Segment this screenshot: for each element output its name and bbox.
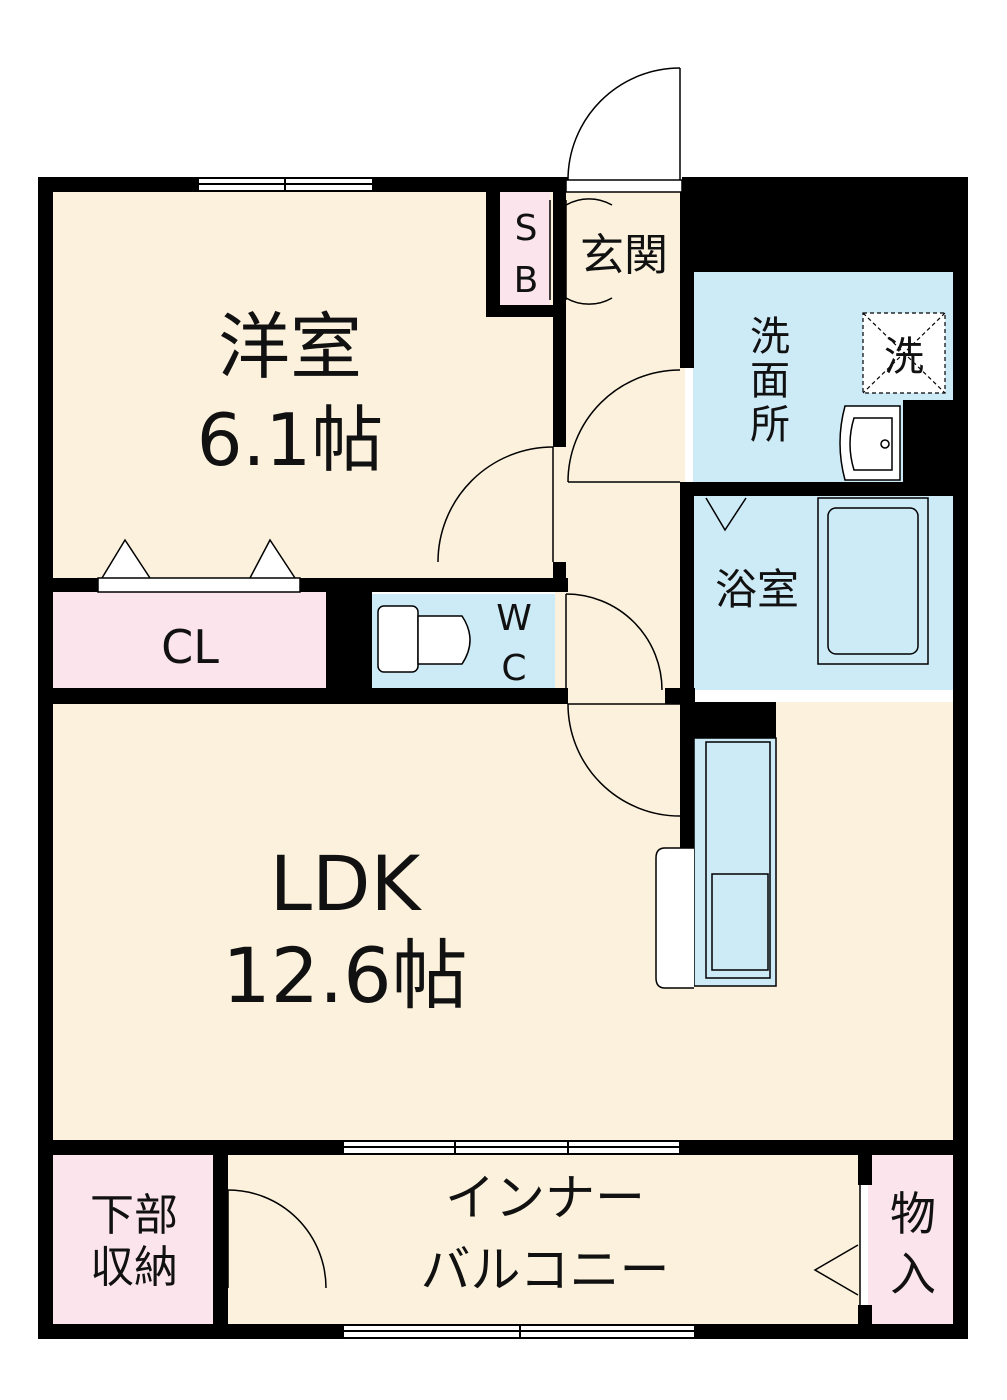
washroom-label-2: 面 [750, 358, 790, 404]
entrance-label: 玄関 [580, 230, 668, 281]
entrance-door[interactable] [565, 67, 683, 193]
kitchen-seat [655, 847, 694, 989]
wash-basin [839, 405, 901, 481]
wc-label-w: W [496, 598, 532, 639]
storeroom-floor [868, 1150, 960, 1325]
western-room-label: 洋室 6.1帖 [197, 305, 384, 482]
bath-door [705, 497, 747, 532]
kitchen-counter [693, 737, 777, 987]
balcony-floor [225, 1150, 860, 1325]
storeroom-label-1: 物 [890, 1187, 936, 1241]
storeroom-label-2: 入 [890, 1247, 936, 1301]
window-ldk-balcony [342, 1140, 681, 1155]
ldk-floor [50, 702, 958, 1142]
washer-label: 洗 [884, 334, 924, 380]
under-storage-floor [50, 1150, 218, 1325]
shoe-box-floor [500, 190, 550, 305]
washroom-label-3: 所 [750, 402, 790, 448]
shoe-box-label: S B [514, 208, 539, 301]
bathtub [817, 497, 929, 665]
balcony-label: インナー バルコニー [421, 1169, 670, 1299]
under-storage-label-1: 下部 [90, 1190, 178, 1241]
washing-machine-space [862, 312, 946, 394]
hall-floor [555, 190, 685, 710]
balcony-label-1: インナー [445, 1169, 645, 1227]
shoe-box-label-s: S [515, 208, 538, 249]
wc-label-c: C [501, 648, 526, 689]
under-storage-label: 下部 収納 [90, 1190, 178, 1293]
ldk-door[interactable] [567, 703, 681, 817]
storeroom-door[interactable] [813, 1185, 861, 1305]
window-balcony-bottom [342, 1324, 696, 1339]
western-room-door[interactable] [437, 446, 554, 563]
bath-label: 浴室 [715, 565, 799, 614]
wc-label: W C [496, 598, 532, 689]
ldk-name: LDK [270, 839, 423, 928]
ldk-size: 12.6帖 [222, 931, 467, 1020]
under-storage-label-2: 収納 [90, 1242, 178, 1293]
shoe-box-doors [549, 198, 613, 305]
western-room-floor [50, 190, 555, 582]
under-storage-door[interactable] [227, 1189, 327, 1289]
walls [38, 177, 968, 1339]
wc-door[interactable] [565, 593, 663, 691]
storeroom-label: 物 入 [890, 1187, 936, 1301]
closet-floor [50, 590, 328, 690]
closet-doors [97, 538, 301, 593]
toilet [377, 605, 471, 673]
washroom-label: 洗 面 所 [750, 314, 790, 448]
washroom-door[interactable] [567, 369, 681, 483]
western-room-size: 6.1帖 [197, 398, 384, 482]
balcony-label-2: バルコニー [421, 1241, 670, 1299]
western-room-name: 洋室 [218, 305, 362, 389]
ldk-label: LDK 12.6帖 [222, 839, 467, 1020]
closet-label: CL [161, 620, 219, 674]
washroom-label-1: 洗 [750, 314, 790, 360]
shoe-box-label-b: B [514, 260, 539, 301]
window-top [197, 177, 374, 192]
